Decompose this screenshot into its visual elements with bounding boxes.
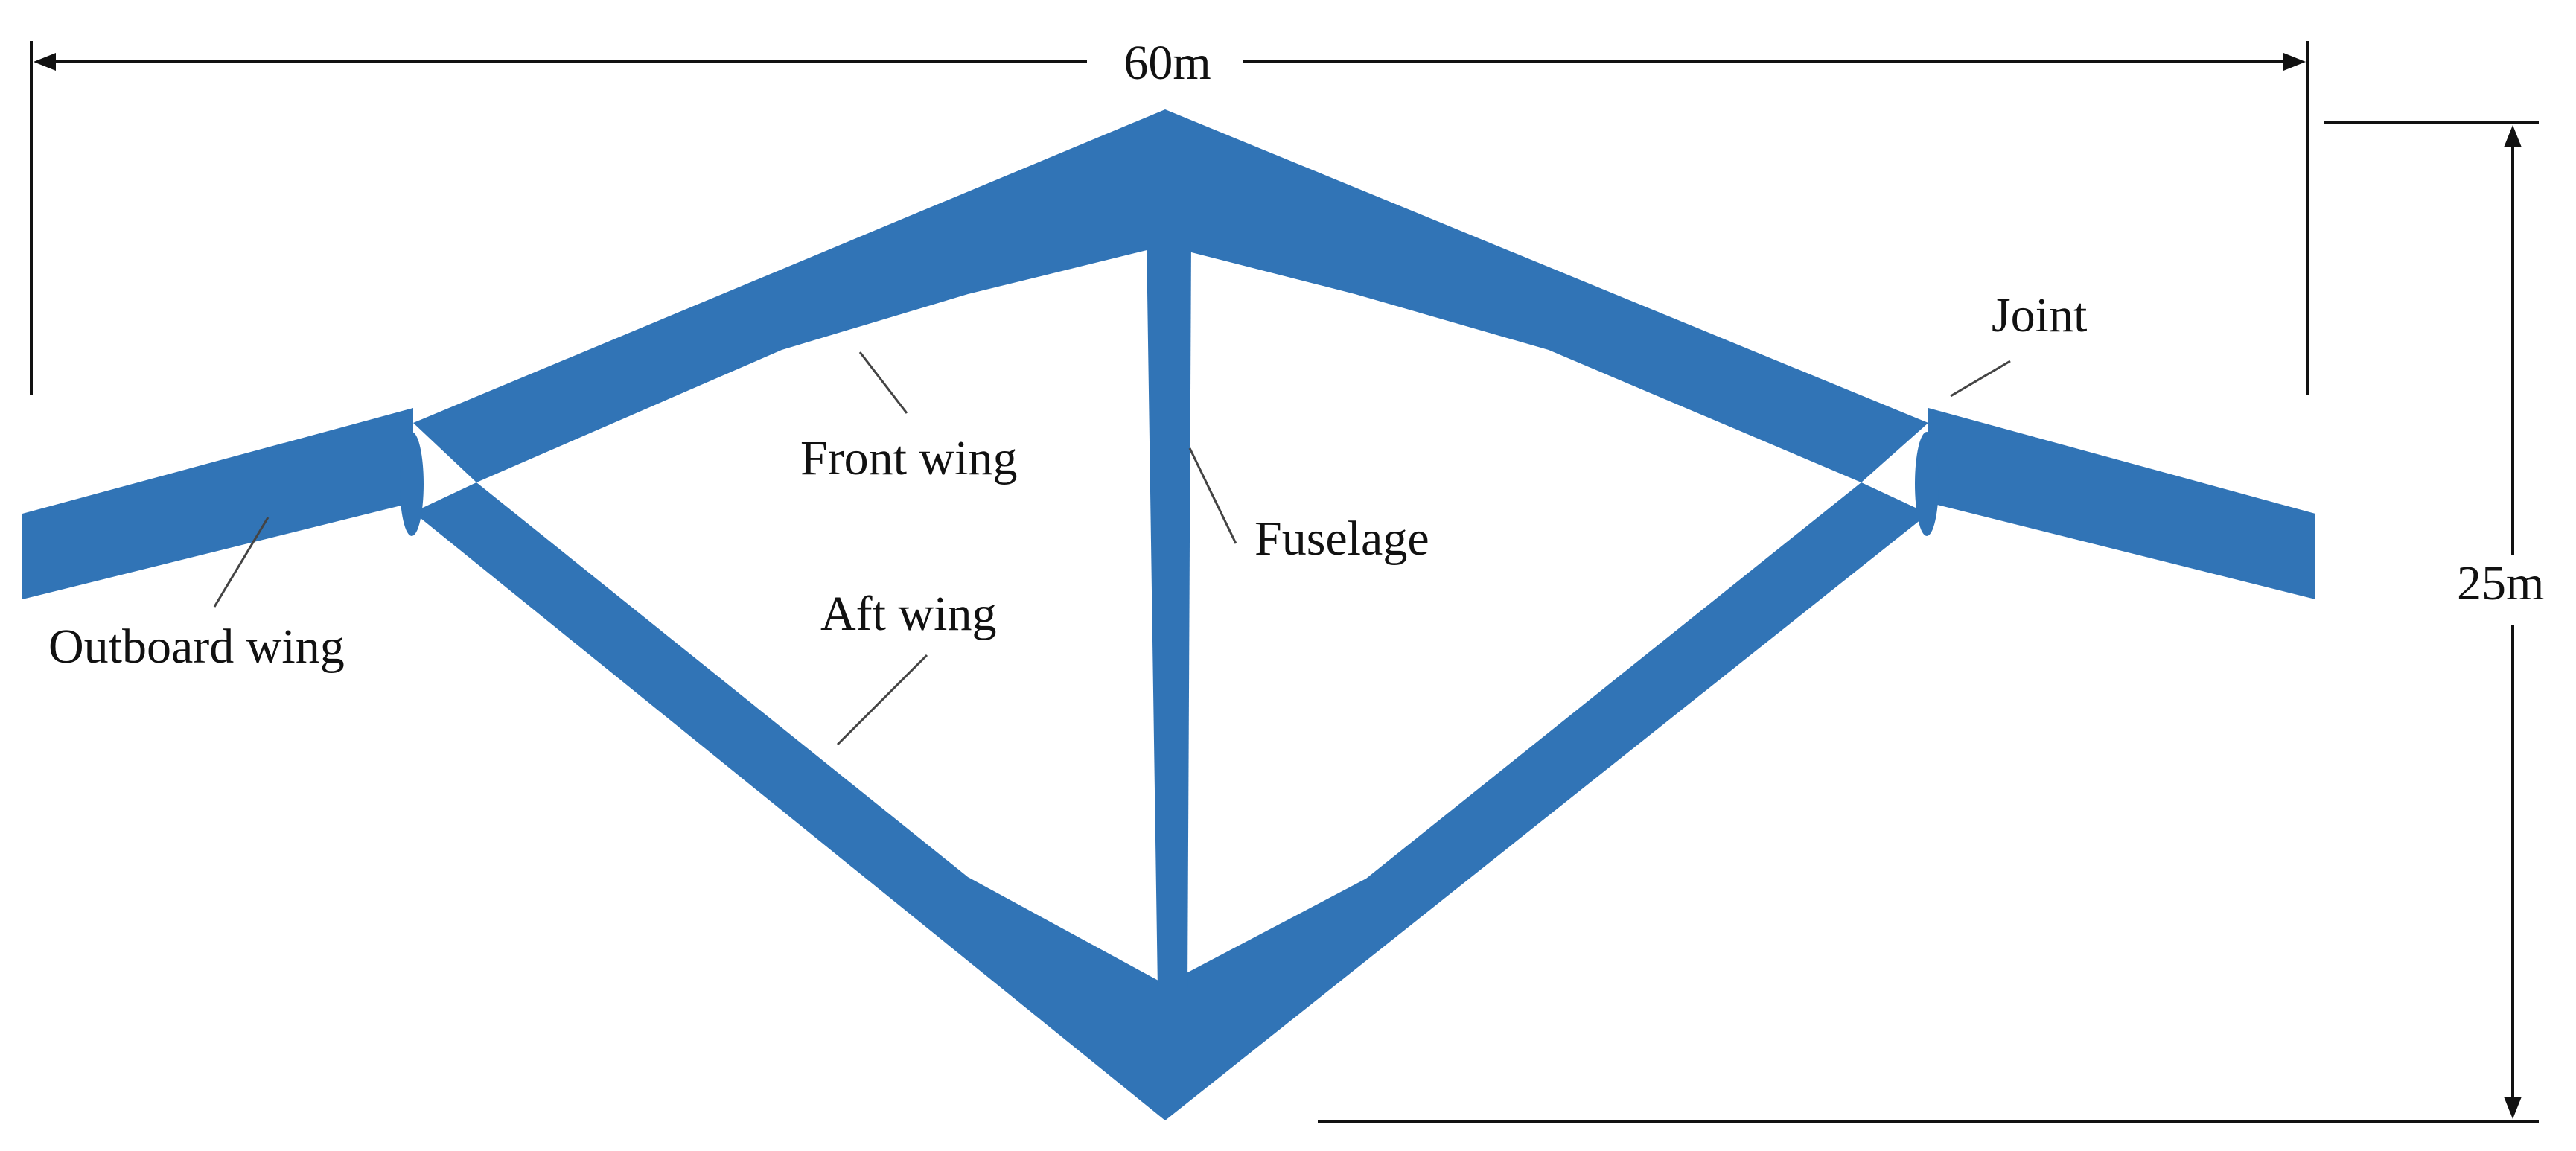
aft-wing-right [1165, 482, 1928, 1120]
height-arrow-top [2504, 125, 2522, 147]
outboard-wing-left [22, 408, 413, 599]
component-labels: Front wing Aft wing Fuselage Joint Outbo… [48, 288, 2087, 674]
aircraft-structure [22, 109, 2315, 1120]
fuselage [1147, 242, 1191, 990]
fuselage-label: Fuselage [1254, 511, 1429, 566]
span-dimension: 60m [30, 36, 2309, 395]
fuselage-leader [1188, 447, 1237, 544]
span-arrow-left [34, 53, 56, 71]
aft-wing-leader [836, 654, 928, 746]
aft-wing-left [413, 482, 1165, 1120]
front-wing-right [1165, 109, 1928, 482]
leader-lines [213, 351, 2011, 746]
joint-left [400, 432, 424, 536]
height-arrow-bottom [2504, 1097, 2522, 1119]
front-wing-leader [858, 351, 908, 414]
joint-leader [1950, 360, 2011, 398]
span-arrow-right [2283, 53, 2306, 71]
height-label: 25m [2457, 556, 2544, 610]
front-wing-left [413, 109, 1165, 482]
outboard-wing-label: Outboard wing [48, 619, 345, 674]
front-wing-label: Front wing [800, 431, 1018, 485]
joint-label: Joint [1992, 288, 2087, 342]
outboard-wing-leader [213, 517, 270, 608]
height-dimension: 25m [1318, 121, 2544, 1123]
outboard-wing-right [1928, 408, 2315, 599]
aft-wing-label: Aft wing [820, 587, 996, 641]
joint-right [1915, 432, 1939, 536]
span-label: 60m [1123, 36, 1211, 90]
